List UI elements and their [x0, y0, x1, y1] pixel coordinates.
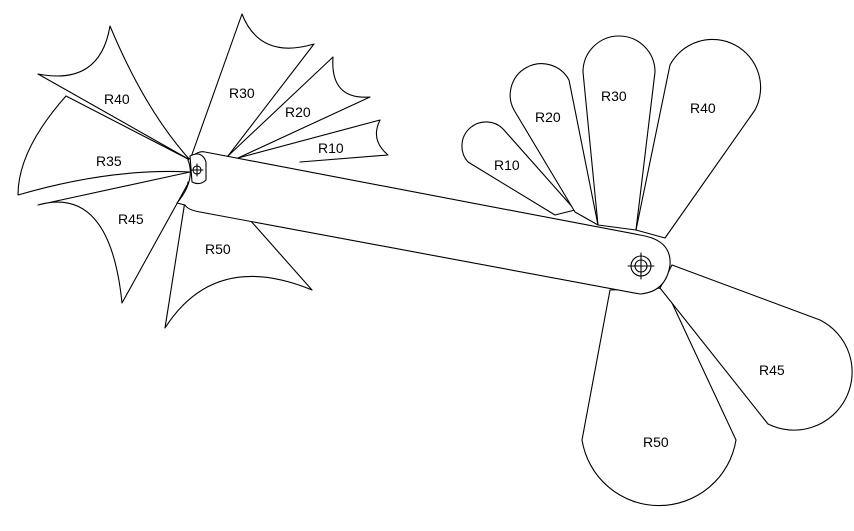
left-leaf-r45: [37, 171, 191, 304]
label-right-r20: R20: [535, 109, 561, 125]
right-convex-fan: [461, 35, 853, 507]
label-right-r30: R30: [601, 88, 627, 104]
left-concave-fan: [17, 13, 389, 329]
right-leaf-r30: [582, 35, 656, 231]
left-leaf-r40: [37, 25, 191, 161]
left-leaf-r50: [164, 181, 313, 329]
label-left-r10: R10: [318, 140, 344, 156]
left-pivot-screw: [189, 153, 207, 185]
right-leaf-r40: [635, 38, 762, 239]
label-left-r30: R30: [229, 85, 255, 101]
right-pivot-screw: [627, 252, 655, 280]
label-left-r35: R35: [96, 153, 122, 169]
left-leaf-r10: [237, 119, 389, 163]
right-leaf-r50: [581, 287, 737, 507]
label-left-r40: R40: [104, 91, 130, 107]
label-left-r20: R20: [285, 104, 311, 120]
label-left-r50: R50: [205, 241, 231, 257]
label-right-r10: R10: [494, 157, 520, 173]
left-leaf-r20: [227, 56, 371, 159]
label-right-r50: R50: [643, 434, 669, 450]
gauge-handle: [176, 151, 671, 295]
left-leaf-r35: [17, 95, 191, 196]
right-leaf-r10: [461, 121, 576, 216]
label-left-r45: R45: [118, 211, 144, 227]
right-leaf-r20: [509, 63, 599, 226]
label-right-r40: R40: [690, 100, 716, 116]
left-leaf-r30: [189, 13, 315, 161]
right-leaf-r45: [659, 264, 853, 431]
label-right-r45: R45: [759, 362, 785, 378]
